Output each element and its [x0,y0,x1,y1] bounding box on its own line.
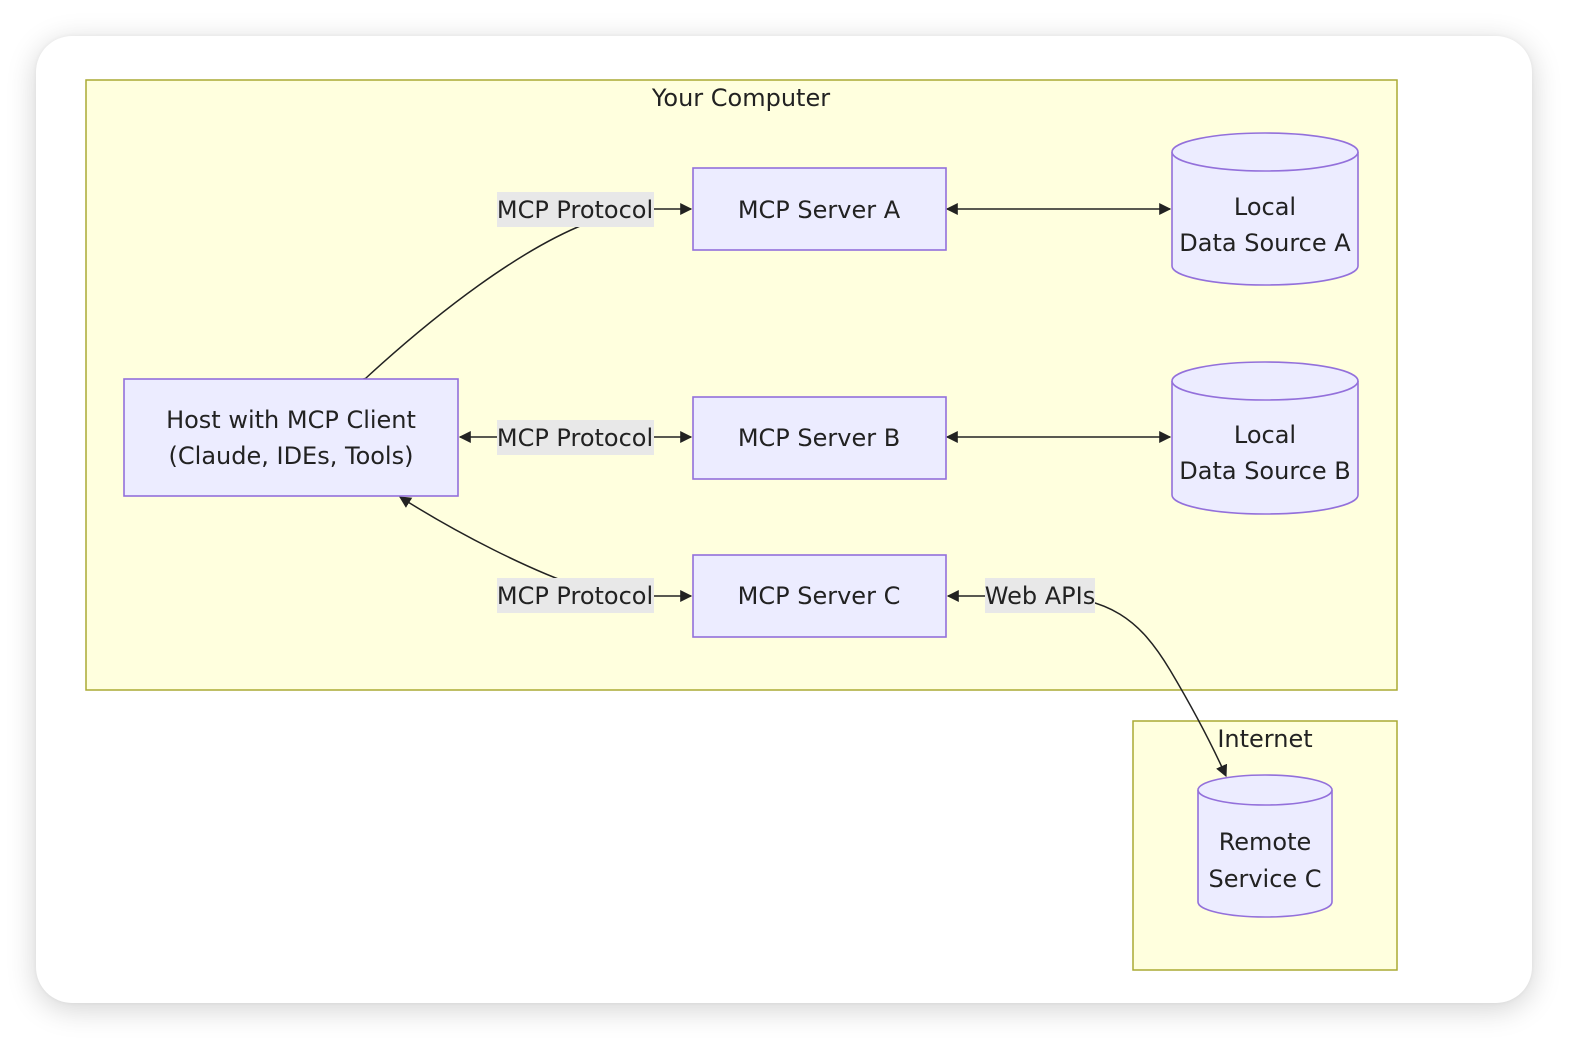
svg-text:MCP Protocol: MCP Protocol [497,582,653,610]
node-mcp-server-a[interactable]: MCP Server A [692,167,947,251]
edge-label-host-c: MCP Protocol [497,578,654,613]
edge-label-web-apis: Web APIs [985,578,1095,613]
svg-text:MCP Server B: MCP Server B [738,424,900,452]
svg-text:Data Source A: Data Source A [1179,229,1351,257]
svg-text:Remote: Remote [1219,828,1312,856]
svg-text:MCP Protocol: MCP Protocol [497,424,653,452]
edge-label-host-a: MCP Protocol [497,192,654,227]
node-host-mcp-client[interactable]: Host with MCP Client (Claude, IDEs, Tool… [123,378,459,497]
cluster-your-computer-title: Your Computer [651,84,830,112]
svg-text:Service C: Service C [1208,865,1321,893]
node-local-data-source-a[interactable]: Local Data Source A [1171,132,1359,286]
svg-text:Web APIs: Web APIs [985,582,1095,610]
cluster-internet-title: Internet [1217,725,1312,753]
node-mcp-server-b[interactable]: MCP Server B [692,396,947,480]
edge-label-host-b: MCP Protocol [497,420,654,455]
svg-text:Host with MCP Client: Host with MCP Client [166,406,416,434]
svg-text:(Claude, IDEs, Tools): (Claude, IDEs, Tools) [169,442,414,470]
svg-text:Data Source B: Data Source B [1179,457,1350,485]
node-remote-service-c[interactable]: Remote Service C [1197,774,1333,918]
svg-text:Local: Local [1234,193,1296,221]
node-mcp-server-c[interactable]: MCP Server C [692,554,947,638]
svg-text:MCP Protocol: MCP Protocol [497,196,653,224]
svg-text:MCP Server C: MCP Server C [738,582,901,610]
svg-text:MCP Server A: MCP Server A [738,196,901,224]
node-local-data-source-b[interactable]: Local Data Source B [1171,361,1359,515]
svg-text:Local: Local [1234,421,1296,449]
